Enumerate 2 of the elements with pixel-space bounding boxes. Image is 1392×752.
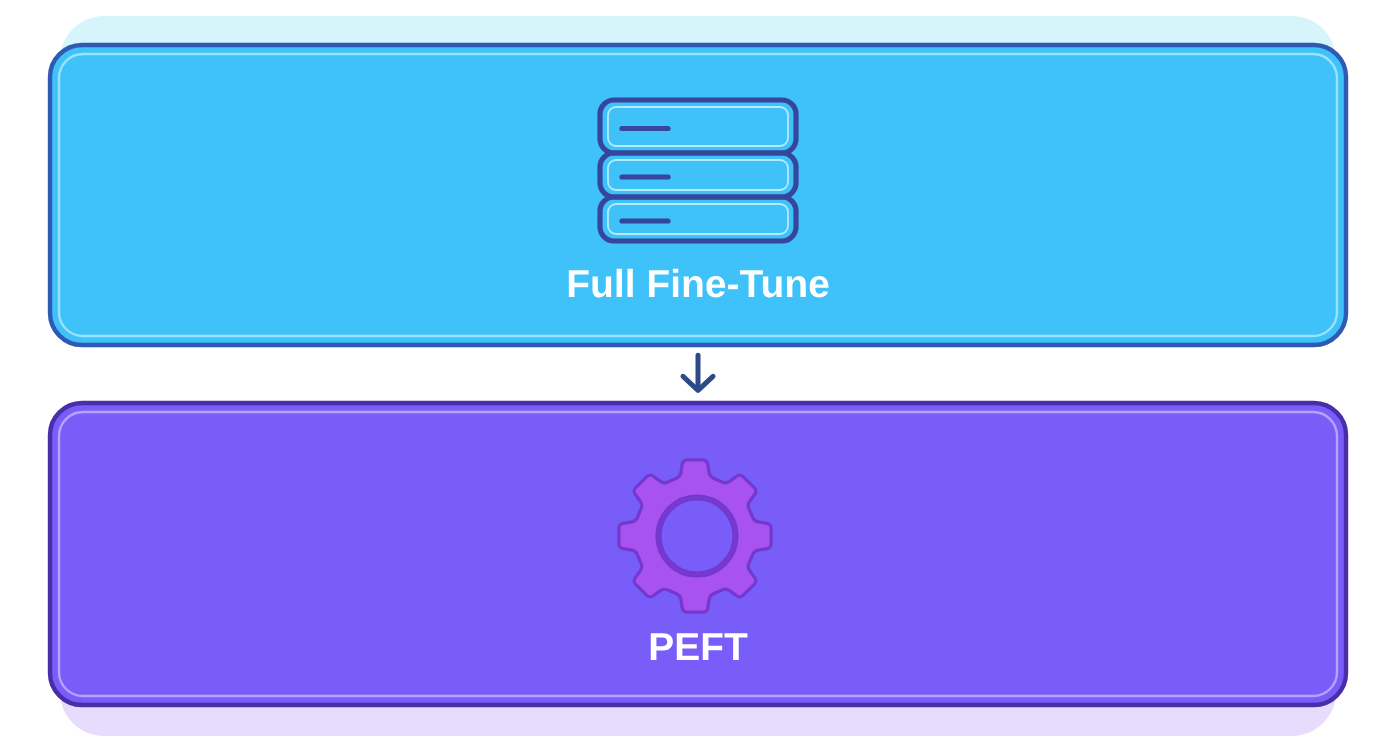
process-band: Full Fine-Tune — [47, 16, 1349, 348]
process-band: PEFT — [47, 400, 1349, 736]
